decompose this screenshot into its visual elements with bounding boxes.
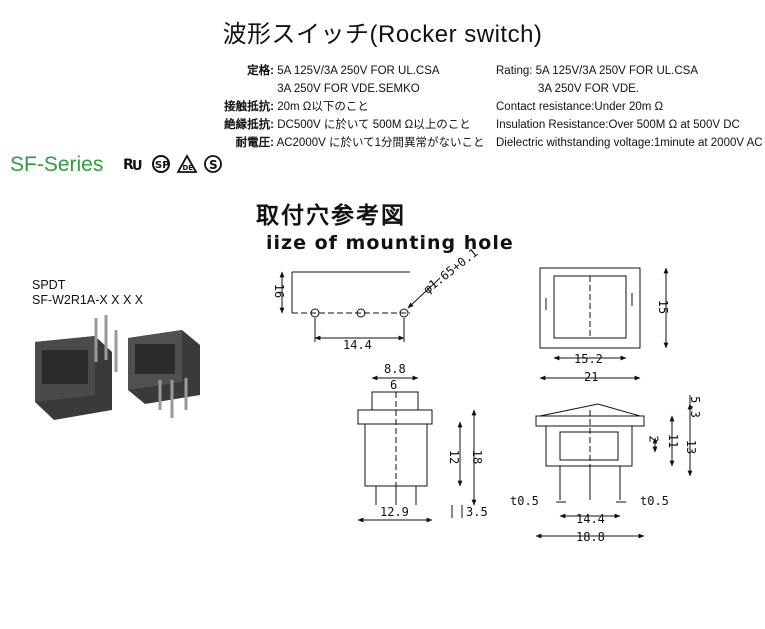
side-view-drawing [357, 375, 477, 523]
vde-mark-icon: DE [176, 154, 198, 173]
spec-jp-rating-2: 3A 250V FOR VDE.SEMKO [212, 82, 420, 96]
product-type: SPDT [32, 278, 66, 292]
spec-en-insulation: Insulation Resistance:Over 500M Ω at 500… [496, 119, 740, 131]
spec-jp-rating: 定格: 5A 125V/3A 250V FOR UL.CSA [212, 64, 440, 78]
svg-text:SP: SP [155, 160, 170, 171]
spec-en-rating: Rating: 5A 125V/3A 250V FOR UL.CSA [496, 65, 699, 77]
dim-t0-5-right: t0.5 [640, 494, 669, 508]
spec-en-contact: Contact resistance:Under 20m Ω [496, 101, 664, 113]
spec-label: 絶縁抵抗: [224, 119, 274, 131]
front-side-drawing [535, 395, 693, 539]
spec-label: 定格: [247, 65, 274, 77]
dim-3-5: 3.5 [466, 505, 488, 519]
spec-en-dielectric: Dielectric withstanding voltage:1minute … [496, 137, 763, 149]
csa-mark-icon: SP [152, 155, 170, 173]
dim-15: 15 [656, 299, 671, 315]
dim-14-4-bottom: 14.4 [576, 512, 605, 526]
ur-mark-icon: R U [123, 157, 143, 174]
mounting-hole-drawing [279, 271, 441, 342]
dim-18: 18 [470, 449, 485, 465]
mounting-hole-heading-jp: 取付穴参考図 [256, 203, 406, 229]
spec-value: 20m Ω以下のこと [277, 101, 369, 113]
dim-6: 6 [390, 378, 398, 392]
semko-mark-icon: S [204, 155, 222, 173]
product-label: SPDT SF-W2R1A-X X X X [32, 278, 143, 308]
dim-21: 21 [584, 370, 599, 384]
dim-11: 11 [666, 433, 681, 449]
page-title: 波形スイッチ(Rocker switch) [222, 21, 543, 48]
spec-value: AC2000V に於いて1分間異常がないこと [276, 137, 485, 149]
spec-jp-dielectric: 耐電圧: AC2000V に於いて1分間異常がないこと [212, 136, 485, 150]
certification-marks: R U SP DE S [122, 154, 224, 174]
svg-text:S: S [209, 158, 218, 172]
svg-text:DE: DE [183, 164, 194, 172]
dim-14-4-top: 14.4 [343, 338, 372, 352]
spec-label: 耐電圧: [235, 137, 274, 149]
series-label: SF-Series [10, 153, 104, 176]
dim-2: 2 [646, 435, 661, 443]
dim-5-3: 5.3 [687, 396, 702, 418]
dim-12: 12 [447, 449, 462, 465]
mounting-hole-heading-en: iize of mounting hole [266, 232, 514, 254]
spec-label: 接触抵抗: [224, 101, 274, 113]
spec-value: 3A 250V FOR VDE.SEMKO [277, 83, 420, 95]
svg-text:U: U [132, 159, 143, 174]
svg-text:R: R [123, 157, 134, 173]
spec-value: DC500V に於いて 500M Ω以上のこと [277, 119, 471, 131]
dim-8-8: 8.8 [384, 362, 406, 376]
product-model: SF-W2R1A-X X X X [32, 293, 144, 307]
spec-en-rating-2: 3A 250V FOR VDE. [538, 83, 639, 95]
dim-15-2: 15.2 [574, 352, 603, 366]
switch-photo [35, 315, 200, 420]
dim-16: 16 [272, 283, 287, 299]
front-view-drawing [539, 267, 669, 381]
dim-t0-5-left: t0.5 [510, 494, 539, 508]
dim-12-9: 12.9 [380, 505, 409, 519]
spec-jp-contact: 接触抵抗: 20m Ω以下のこと [212, 100, 369, 114]
spec-value: 5A 125V/3A 250V FOR UL.CSA [277, 65, 440, 77]
dim-13: 13 [684, 439, 699, 455]
dim-18-8: 18.8 [576, 530, 605, 544]
spec-jp-insulation: 絶縁抵抗: DC500V に於いて 500M Ω以上のこと [212, 118, 471, 132]
